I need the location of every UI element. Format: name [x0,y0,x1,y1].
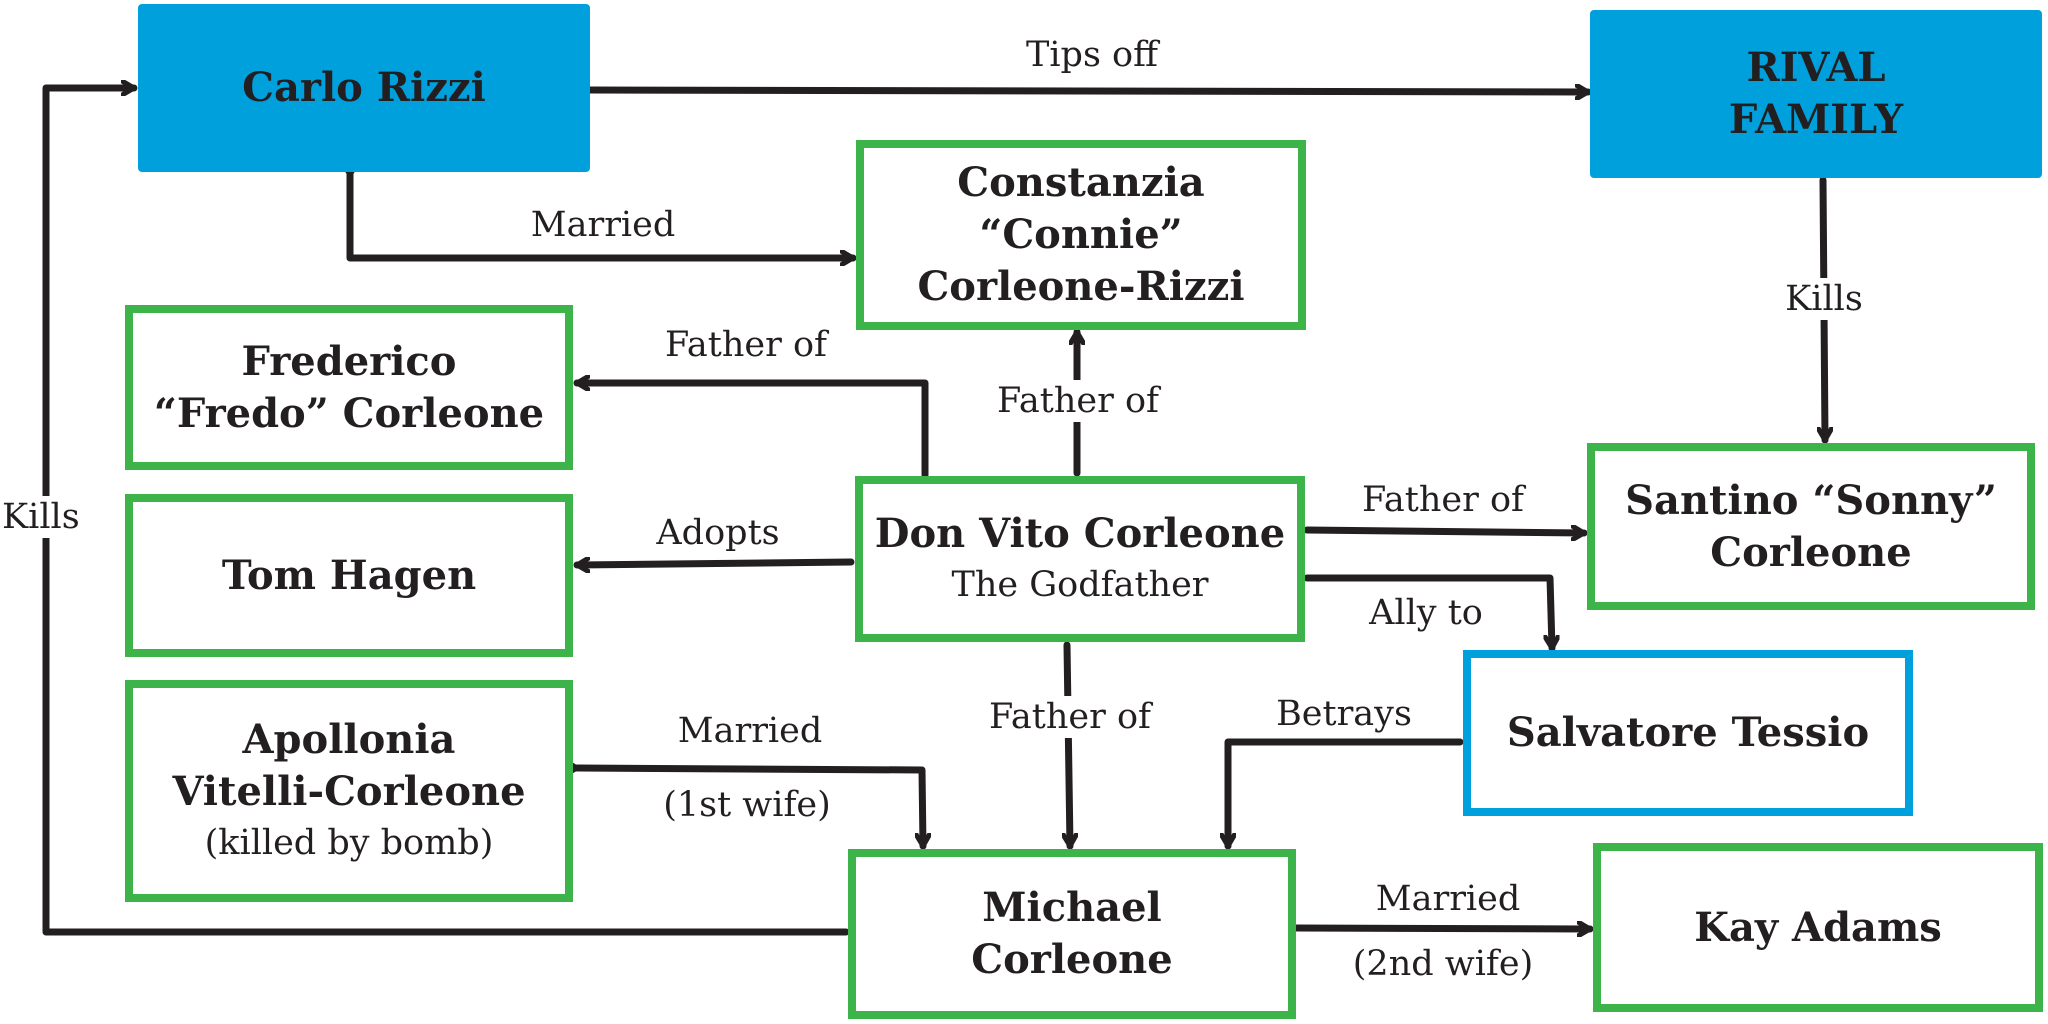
edge-note-second-wife: (2nd wife) [1348,943,1538,985]
edge-label-kills-carlo: Kills [2,496,80,538]
node-label: FAMILY [1728,96,1904,143]
edge-vito-father-of-michael [1067,641,1070,850]
node-label: RIVAL [1746,44,1886,91]
edge-label-married-apollonia: Married [673,710,827,752]
node-label: Santino “Sonny” [1625,476,1997,524]
edge-carlo-tips-off-rival [586,90,1592,92]
node-label: Vitelli-Corleone [172,768,526,815]
node-label: Michael [982,884,1162,931]
node-connie-corleone-rizzi: Constanzia “Connie” Corleone-Rizzi [856,140,1306,330]
node-label: “Connie” [979,211,1183,258]
edge-label-father-of-connie: Father of [993,380,1163,422]
node-label: Corleone [971,936,1173,983]
node-apollonia-vitelli-corleone: Apollonia Vitelli-Corleone (killed by bo… [125,680,573,902]
edge-vito-father-of-sonny [1303,530,1588,533]
edge-carlo-married-connie [350,175,857,258]
node-don-vito-corleone: Don Vito Corleone The Godfather [855,476,1305,642]
node-subtitle: The Godfather [951,565,1209,605]
edge-note-first-wife: (1st wife) [659,784,835,826]
node-michael-corleone: Michael Corleone [848,849,1296,1019]
node-label: Corleone [1710,528,1912,576]
node-label: “Fredo” Corleone [153,389,545,437]
edge-label-father-of-fredo: Father of [661,324,831,366]
node-carlo-rizzi: Carlo Rizzi [138,4,590,172]
node-label: Tom Hagen [221,551,477,599]
edge-label-betrays: Betrays [1272,693,1416,735]
edge-label-ally-to: Ally to [1365,592,1487,634]
edge-label-father-of-michael: Father of [985,696,1155,738]
edge-tessio-betrays-michael [1228,738,1464,850]
node-tom-hagen: Tom Hagen [125,494,573,657]
edge-vito-ally-to-tessio [1303,574,1552,652]
node-label: Carlo Rizzi [242,64,486,111]
edge-label-adopts: Adopts [652,512,784,554]
node-note: (killed by bomb) [204,823,494,863]
node-rival-family: RIVAL FAMILY [1590,10,2042,178]
node-fredo-corleone: Frederico “Fredo” Corleone [125,305,573,470]
edge-vito-adopts-tom [573,562,855,565]
node-salvatore-tessio: Salvatore Tessio [1463,650,1913,816]
node-kay-adams: Kay Adams [1593,843,2043,1012]
node-label: Kay Adams [1694,903,1942,951]
node-label: Don Vito Corleone [874,510,1286,557]
edge-vito-father-of-fredo [573,383,929,479]
node-label: Salvatore Tessio [1506,709,1870,756]
node-sonny-corleone: Santino “Sonny” Corleone [1587,443,2035,610]
node-label: Apollonia [242,716,456,763]
edge-label-married-kay: Married [1371,878,1525,920]
edge-michael-married-apollonia [577,768,923,850]
node-label: Frederico [241,337,457,385]
edge-label-married-connie: Married [526,204,680,246]
edge-michael-married-kay [1297,928,1594,929]
node-label: Corleone-Rizzi [917,263,1245,310]
edge-label-kills-sonny: Kills [1781,278,1867,320]
edge-label-father-of-sonny: Father of [1358,479,1528,521]
edge-label-tips-off: Tips off [1022,34,1162,76]
node-label: Constanzia [957,159,1205,206]
